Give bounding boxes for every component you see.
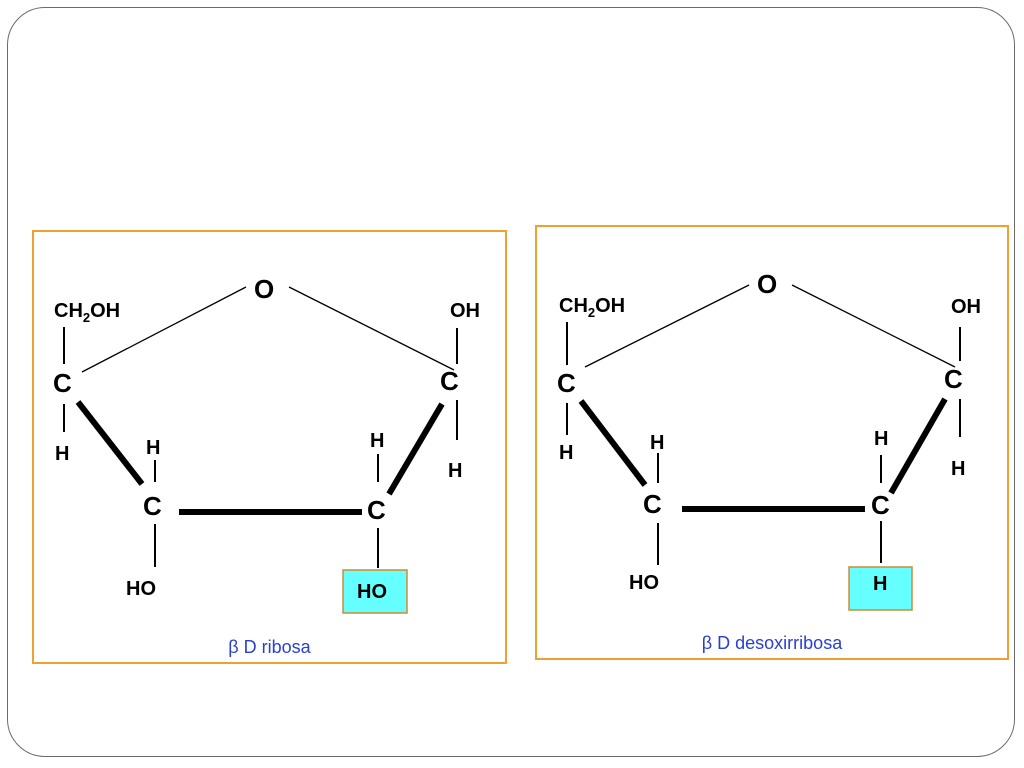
bond-c4-o (584, 284, 750, 368)
hydrogen-c4: H (55, 443, 69, 465)
bond-c2-c1 (386, 402, 445, 496)
carbon-c3: C (143, 491, 162, 521)
ring-oxygen: O (757, 269, 777, 299)
hydrogen-c1: H (951, 458, 965, 480)
hydroxyl-c1: OH (450, 300, 480, 322)
ribose-structure: O CH2OH C H H C HO H C HO OH C H (53, 274, 480, 614)
carbon-c4: C (557, 368, 576, 398)
carbon-c2: C (367, 495, 386, 525)
hydrogen-c2: H (370, 430, 384, 452)
hydroxyl-c3: HO (629, 572, 659, 594)
substituent-highlight (342, 569, 408, 614)
hydrogen-c2: H (874, 428, 888, 450)
carbon-c1: C (440, 366, 459, 396)
bond-o-c1 (791, 284, 956, 368)
ring-oxygen: O (254, 274, 274, 304)
c5-group: CH2OH (559, 295, 625, 320)
hydrogen-c4: H (559, 442, 573, 464)
bond-o-c1 (288, 286, 455, 371)
bond-c4-c3 (75, 400, 145, 486)
carbon-c2: C (871, 490, 890, 520)
c5-group: CH2OH (54, 300, 120, 325)
hydrogen-c1: H (448, 460, 462, 482)
bond-c4-c3 (578, 399, 648, 487)
substituent-c2: HO (357, 581, 387, 603)
deoxyribose-panel: O CH2OH C H H C HO H C H OH C H β D deso… (535, 225, 1009, 660)
deoxyribose-structure: O CH2OH C H H C HO H C H OH C H (557, 269, 981, 611)
ribose-panel: O CH2OH C H H C HO H C HO OH C H β D rib… (32, 230, 507, 664)
carbon-c1: C (944, 364, 963, 394)
hydroxyl-c1: OH (951, 296, 981, 318)
carbon-c4: C (53, 368, 72, 398)
substituent-highlight (848, 566, 913, 611)
hydrogen-c3: H (146, 437, 160, 459)
deoxyribose-caption: β D desoxirribosa (701, 633, 843, 653)
bond-c2-c1 (888, 397, 948, 495)
substituent-c2: H (873, 573, 887, 595)
bond-c4-o (81, 286, 247, 373)
ribose-caption: β D ribosa (228, 637, 311, 657)
carbon-c3: C (643, 489, 662, 519)
hydroxyl-c3: HO (126, 578, 156, 600)
hydrogen-c3: H (650, 432, 664, 454)
